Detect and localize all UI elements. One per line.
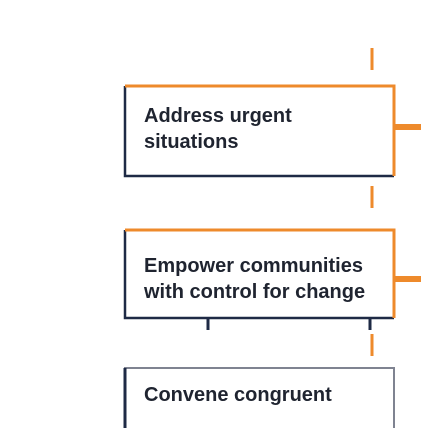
step-3-label: Convene congruent [144, 382, 332, 408]
step-1-line-1: Address urgent [144, 105, 292, 127]
step-box-3 [123, 367, 395, 428]
step-2-line-2: with control for change [144, 281, 366, 303]
step-3-line-1: Convene congruent [144, 384, 332, 406]
step-box-1 [123, 84, 421, 178]
step-1-line-2: situations [144, 131, 239, 153]
step-2-label: Empower communities with control for cha… [144, 253, 365, 305]
step-box-2 [123, 228, 421, 330]
step-2-line-1: Empower communities [144, 255, 363, 277]
step-1-label: Address urgent situations [144, 103, 292, 155]
